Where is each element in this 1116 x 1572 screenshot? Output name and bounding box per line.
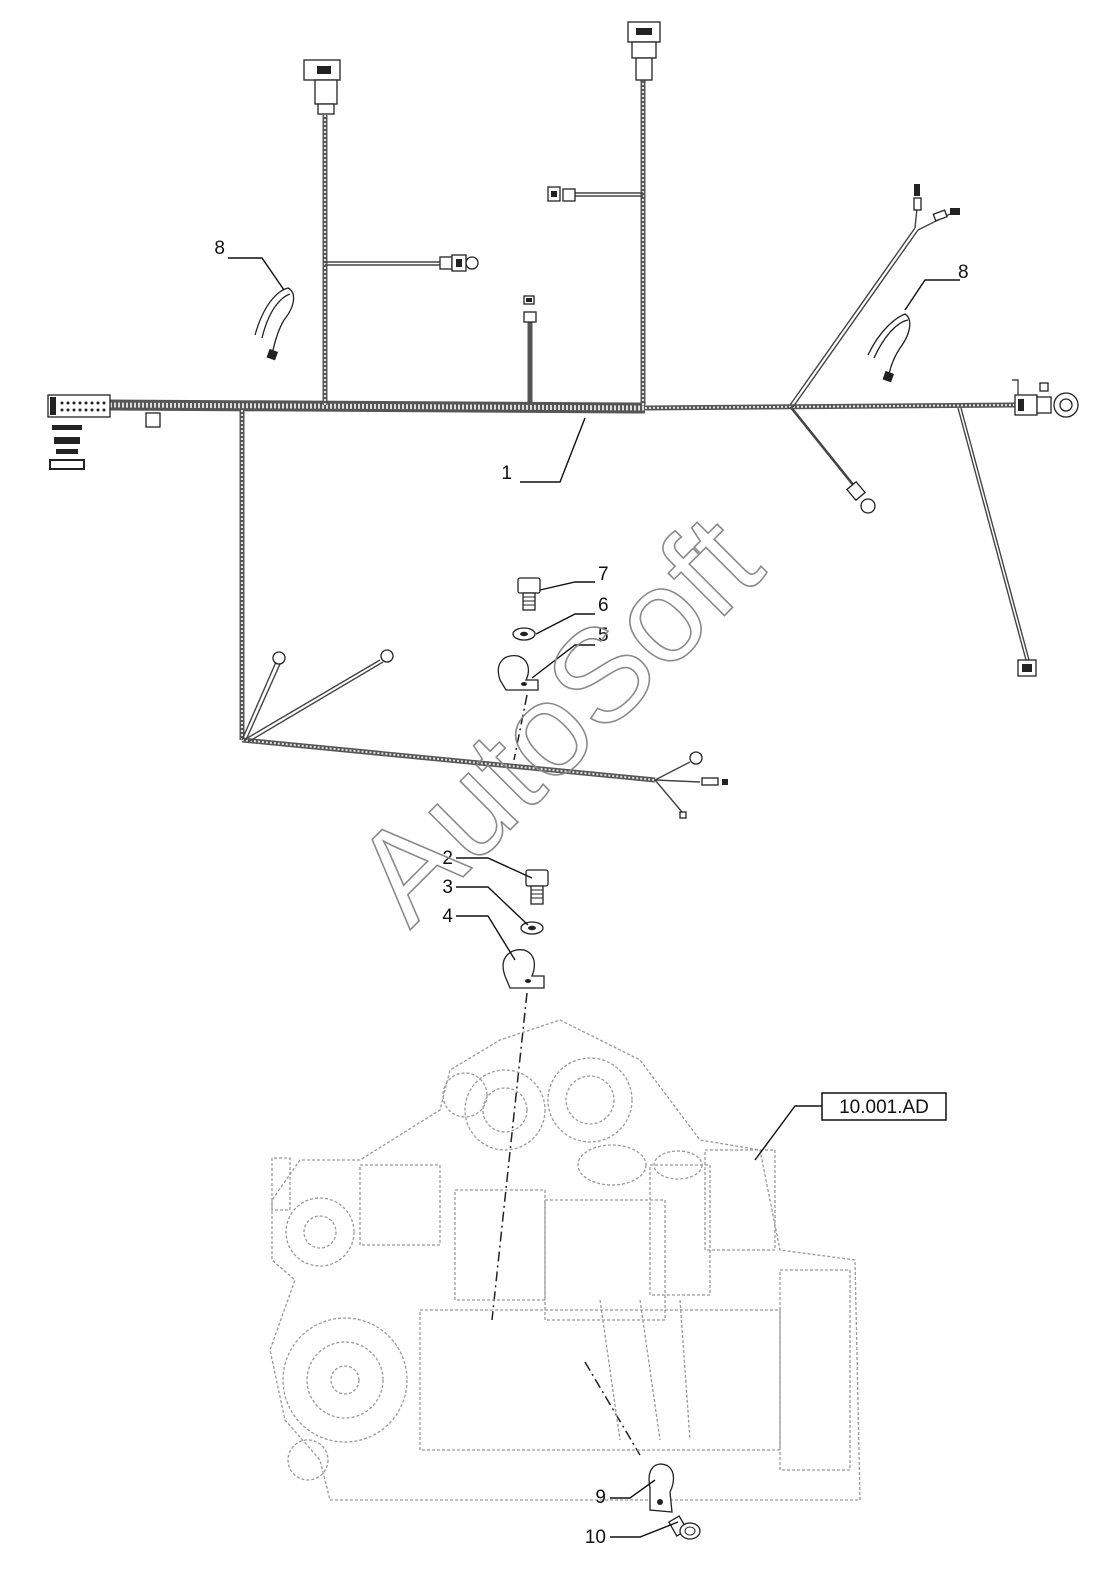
callout-5: 5 [598, 625, 609, 646]
ring-terminal-3 [689, 751, 703, 765]
ring-terminal-1 [272, 651, 286, 665]
callout-9: 9 [595, 1487, 606, 1508]
leader-7 [539, 581, 595, 591]
cable-tie-left [254, 287, 295, 361]
side-connector-left [439, 254, 479, 272]
callout-6: 6 [598, 595, 609, 616]
reference-code: 10.001.AD [839, 1097, 929, 1118]
sensor-connector-center [523, 295, 537, 323]
reference-box[interactable]: 10.001.AD [821, 1092, 947, 1121]
right-end-connector [1012, 379, 1079, 418]
clamp-9 [648, 1463, 675, 1513]
ring-terminal-2 [380, 649, 394, 663]
bolt-7 [517, 577, 541, 611]
side-connector-right [547, 186, 576, 202]
bolt-10 [667, 1515, 701, 1540]
leader-reference [754, 1105, 822, 1161]
leader-5 [531, 644, 595, 679]
leader-8-right [904, 279, 960, 311]
ring-terminal-right [845, 480, 876, 514]
callout-2: 2 [442, 848, 453, 869]
top-right-connector [627, 21, 661, 81]
clamp-5 [497, 655, 539, 691]
callout-10: 10 [585, 1527, 606, 1548]
assembly-axis-bottom [584, 1361, 641, 1456]
callout-1: 1 [501, 463, 512, 484]
callout-4: 4 [442, 906, 453, 927]
leader-4 [456, 915, 516, 961]
clamp-4 [502, 949, 545, 989]
engine-outline [269, 1019, 861, 1501]
leader-9 [610, 1479, 656, 1499]
washer-6 [512, 627, 536, 641]
leader-2 [456, 857, 533, 879]
leader-10 [610, 1521, 679, 1538]
assembly-axis-lower [491, 992, 528, 1321]
leader-8-left [228, 257, 285, 291]
assembly-axis-upper [513, 694, 528, 761]
callout-3: 3 [442, 877, 453, 898]
watermark: AutoSoft [326, 488, 788, 950]
terminal-plug [701, 777, 719, 786]
callout-8-right: 8 [958, 262, 969, 283]
cable-tie-right [867, 313, 911, 383]
bolt-2 [525, 869, 549, 905]
washer-3 [520, 921, 544, 935]
sensor-connector-bottom-right [1017, 659, 1037, 677]
top-left-connector [303, 59, 341, 115]
multi-pin-connector [47, 394, 161, 470]
main-harness [47, 21, 1079, 819]
leader-1 [520, 417, 586, 483]
callout-7: 7 [598, 564, 609, 585]
leader-3 [456, 886, 529, 926]
callout-8-left: 8 [214, 238, 225, 259]
wire-terminals-top-right [913, 184, 960, 222]
leader-6 [535, 613, 595, 635]
